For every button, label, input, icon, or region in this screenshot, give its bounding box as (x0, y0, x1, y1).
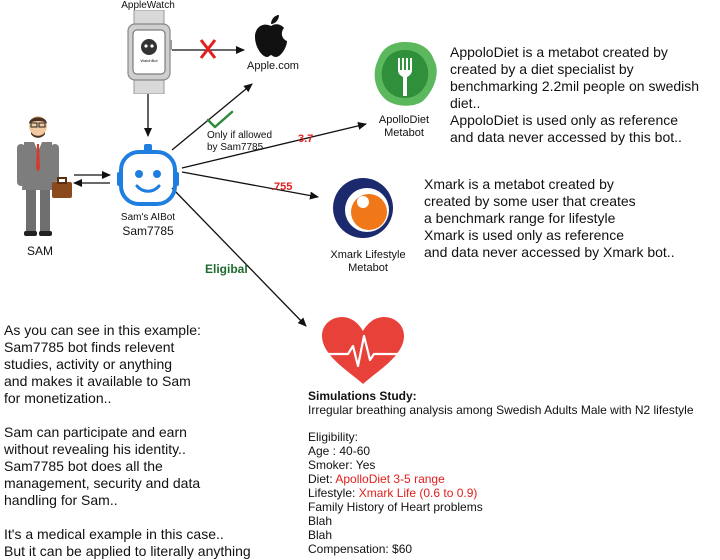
study-diet: Diet: ApolloDiet 3-5 range (308, 472, 718, 486)
xmark-logo-icon (333, 178, 393, 238)
appolodiet-desc-line: AppoloDiet is a metabot created by (450, 44, 668, 60)
appolodiet-logo-icon (374, 42, 437, 106)
condition-line-2: by Sam7785 (207, 142, 264, 153)
sam-label: SAM (26, 244, 53, 258)
study-lifestyle-value: Xmark Life (0.6 to 0.9) (358, 486, 478, 500)
applewatch-label: AppleWatch (121, 0, 175, 11)
aibot-label: Sam's AIBot Sam7785 (96, 212, 200, 238)
xmark-desc-line: a benchmark range for lifestyle (424, 210, 616, 226)
explanation-line: for monetization.. (4, 390, 112, 406)
study-age: Age : 40-60 (308, 444, 371, 458)
explanation-line: and makes it available to Sam (4, 373, 191, 389)
explanation-line: But it can be applied to literally anyth… (4, 543, 251, 559)
appolodiet-score: 3.7 (298, 133, 314, 145)
study-compensation: Compensation: $60 (308, 542, 413, 556)
study-details: Simulations Study: Irregular breathing a… (308, 389, 718, 556)
arrow-bot-to-apple (171, 83, 253, 151)
study-smoker: Smoker: Yes (308, 458, 376, 472)
allowed-check-icon (206, 110, 234, 129)
explanation-line: management, security and data (4, 475, 201, 491)
appolodiet-desc-line: AppoloDiet is used only as reference (450, 112, 679, 128)
appolodiet-desc-line: benchmarking 2.2mil people on swedish di… (450, 78, 700, 111)
connectors (73, 39, 367, 327)
blocked-x-icon (199, 39, 217, 59)
study-diet-value: ApolloDiet 3-5 range (335, 472, 445, 486)
study-blah-1: Blah (308, 514, 333, 528)
study-eligibility-header: Eligibility: (308, 430, 359, 444)
aibot-label-line-2: Sam7785 (122, 224, 174, 238)
aibot-robot-icon (117, 144, 179, 206)
explanation-line: Sam can participate and earn (4, 424, 187, 440)
eligibal-label: Eligibal (205, 262, 248, 276)
appolodiet-label-line-1: ApolloDiet (378, 114, 430, 126)
explanation-text: As you can see in this example: Sam7785 … (4, 322, 304, 560)
explanation-line: without revealing his identity.. (4, 441, 186, 457)
apple-label: Apple.com (247, 60, 299, 72)
arrow-bot-to-xmark (181, 171, 319, 200)
arrow-bot-to-study (171, 187, 307, 327)
xmark-description: Xmark is a metabot created by created by… (424, 176, 718, 261)
study-blah-2: Blah (308, 528, 333, 542)
explanation-line: handling for Sam.. (4, 492, 118, 508)
apple-logo-icon (255, 15, 287, 57)
arrow-bot-to-appolodiet (181, 121, 367, 169)
explanation-line: Sam7785 bot does all the (4, 458, 163, 474)
appolodiet-label: ApolloDiet Metabot (366, 114, 442, 140)
explanation-line: Sam7785 bot finds relevent (4, 339, 175, 355)
xmark-label: Xmark Lifestyle Metabot (318, 249, 418, 275)
aibot-label-line-1: Sam's AIBot (120, 212, 176, 223)
heart-pulse-icon (322, 317, 404, 384)
appolodiet-desc-line: created by a diet specialist by (450, 61, 634, 77)
condition-label: Only if allowed by Sam7785 (207, 130, 297, 154)
appolodiet-desc-line: and data never accessed by this bot.. (450, 129, 682, 145)
study-lifestyle: Lifestyle: Xmark Life (0.6 to 0.9) (308, 486, 718, 500)
explanation-line: As you can see in this example: (4, 322, 201, 338)
explanation-line: studies, activity or anything (4, 356, 173, 372)
xmark-desc-line: Xmark is a metabot created by (424, 176, 614, 192)
xmark-score: .755 (271, 181, 293, 193)
xmark-desc-line: Xmark is used only as reference (424, 227, 624, 243)
explanation-line: It's a medical example in this case.. (4, 526, 224, 542)
condition-line-1: Only if allowed (207, 130, 273, 141)
xmark-label-line-2: Metabot (348, 262, 388, 274)
xmark-label-line-1: Xmark Lifestyle (330, 249, 406, 261)
xmark-desc-line: and data never accessed by Xmark bot.. (424, 244, 675, 260)
sam-person-icon (17, 116, 72, 236)
applewatch-icon (127, 10, 172, 94)
appolodiet-label-line-2: Metabot (384, 127, 424, 139)
applewatch-screen-text: WatchBot (140, 58, 158, 63)
appolodiet-description: AppoloDiet is a metabot created by creat… (450, 44, 718, 146)
study-family-history: Family History of Heart problems (308, 500, 483, 514)
study-lifestyle-prefix: Lifestyle: (308, 486, 359, 500)
study-diet-prefix: Diet: (308, 472, 336, 486)
study-subtitle: Irregular breathing analysis among Swedi… (308, 403, 694, 417)
xmark-desc-line: created by some user that creates (424, 193, 636, 209)
study-title: Simulations Study: (308, 389, 417, 403)
